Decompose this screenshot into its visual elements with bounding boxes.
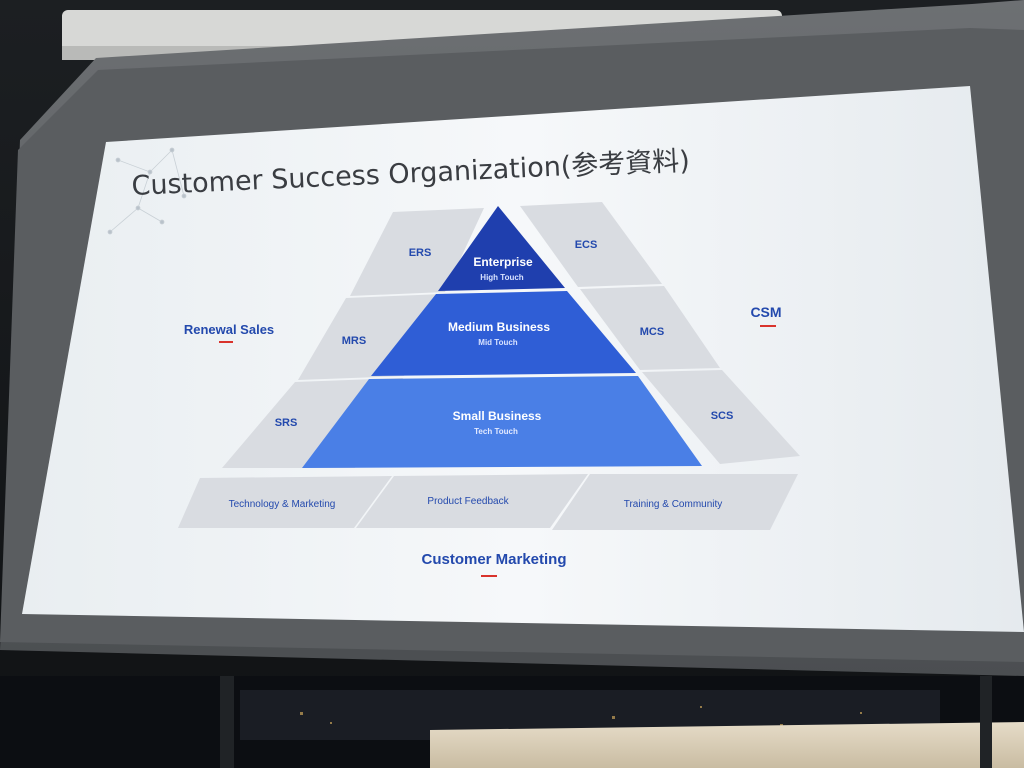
- pyramid-middle-label: Medium Business: [448, 320, 550, 334]
- left-band-middle-label: MRS: [342, 335, 366, 347]
- base-band-middle-panel: [356, 474, 588, 528]
- right-band-middle-panel: [580, 286, 720, 370]
- pyramid-bottom-label: Small Business: [453, 409, 542, 423]
- renewal-sales-label: Renewal Sales: [184, 322, 274, 337]
- right-band-middle-label: MCS: [640, 326, 664, 338]
- left-band-bottom-label: SRS: [275, 417, 298, 429]
- customer-marketing-label: Customer Marketing: [421, 551, 566, 568]
- network-dots-decoration: [107, 147, 187, 235]
- pyramid-middle-tier: [371, 291, 636, 376]
- base-band-left-panel: [178, 476, 392, 528]
- right-band-bottom-panel: [642, 370, 800, 464]
- base-band-right-label: Training & Community: [624, 499, 723, 510]
- base-band-middle-label: Product Feedback: [427, 496, 509, 507]
- pyramid-top-tier: [438, 206, 565, 291]
- right-band-top-label: ECS: [575, 239, 598, 251]
- renewal-sales-accent: [219, 341, 233, 343]
- base-band-left-label: Technology & Marketing: [229, 499, 336, 510]
- pyramid-bottom-tier: [302, 376, 702, 468]
- window-mullion-left: [220, 676, 234, 768]
- base-band: [178, 474, 798, 530]
- pyramid-top-sub: High Touch: [480, 273, 524, 282]
- csm-label: CSM: [750, 304, 781, 320]
- csm-accent: [760, 325, 776, 327]
- pyramid-middle-sub: Mid Touch: [478, 338, 518, 347]
- customer-marketing-accent: [481, 575, 497, 577]
- right-band: [520, 202, 800, 464]
- right-band-bottom-label: SCS: [711, 410, 734, 422]
- right-band-top-panel: [520, 202, 662, 287]
- pyramid-top-label: Enterprise: [473, 255, 533, 269]
- pyramid: [302, 206, 702, 468]
- pyramid-bottom-sub: Tech Touch: [474, 427, 518, 436]
- left-band-top-label: ERS: [409, 247, 432, 259]
- floor-surface: [430, 722, 1024, 768]
- base-band-right-panel: [552, 474, 798, 530]
- window-mullion-right: [980, 676, 992, 768]
